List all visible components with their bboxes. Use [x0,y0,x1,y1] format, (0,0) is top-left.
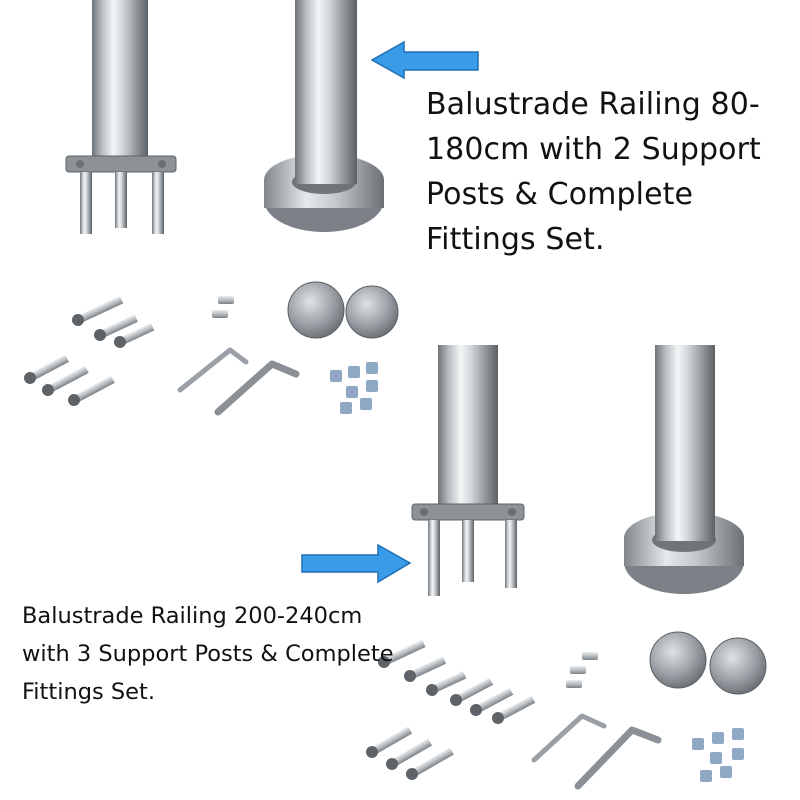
end-caps-top [287,281,399,339]
post-with-round-base-top [264,0,384,232]
anchor-bolts-top [24,296,155,406]
arrow-left-icon [370,40,479,80]
caption-railing-80-180cm: Balustrade Railing 80-180cm with 2 Suppo… [426,87,761,257]
hex-keys-bottom [531,713,662,790]
clamp-bolts-top [330,362,378,414]
anchor-bolts-bottom [366,639,536,780]
hex-keys-top [177,347,300,416]
set-screws-bottom [566,652,598,688]
caption-railing-200-240cm: Balustrade Railing 200-240cm with 3 Supp… [22,603,394,705]
post-with-anchor-flange-bottom [411,345,525,596]
post-with-anchor-flange-top [65,0,177,234]
arrow-right-icon [301,543,412,584]
end-caps-bottom [649,631,767,695]
set-screws-top [212,296,234,318]
clamp-bolts-bottom [692,728,744,782]
post-with-round-base-bottom [624,345,744,594]
